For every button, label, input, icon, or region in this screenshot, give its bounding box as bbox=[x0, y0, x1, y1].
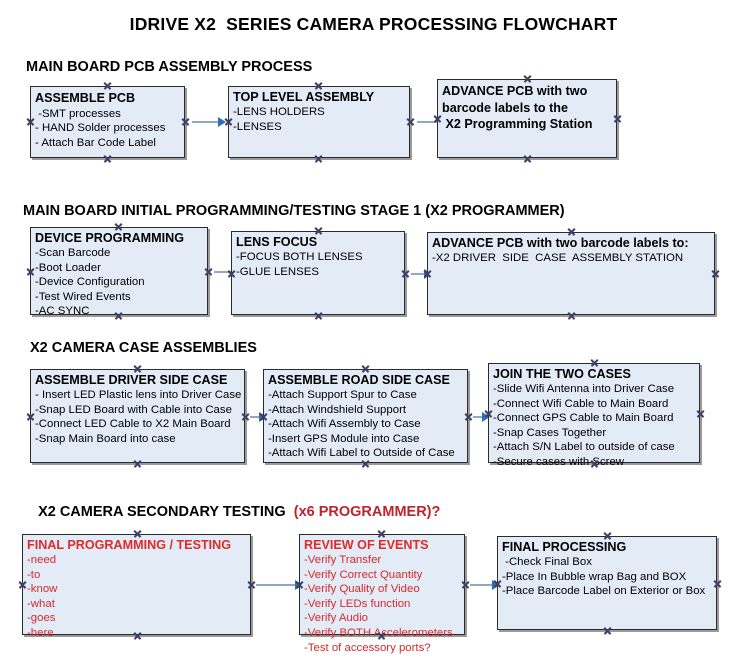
node-line: -Boot Loader bbox=[35, 261, 101, 274]
node-line: - Attach Bar Code Label bbox=[35, 136, 156, 149]
node-line: -know bbox=[27, 583, 58, 596]
node-line: -FOCUS BOTH LENSES bbox=[236, 251, 363, 263]
node-line: -Insert GPS Module into Case bbox=[268, 432, 420, 445]
node-line: -Snap Main Board into case bbox=[35, 432, 176, 445]
node-title: TOP LEVEL ASSEMBLY bbox=[233, 90, 375, 104]
node-assemble-driver-side-case[interactable]: ASSEMBLE DRIVER SIDE CASE - Insert LED P… bbox=[30, 369, 245, 463]
node-line: -Secure cases with Screw bbox=[493, 455, 625, 468]
node-line: -Verify Transfer bbox=[304, 554, 382, 566]
connector-line bbox=[214, 271, 234, 273]
node-line: -Attach Support Spur to Case bbox=[268, 389, 417, 401]
node-line: - Insert LED Plastic lens into Driver Ca… bbox=[35, 389, 242, 401]
node-line: -LENSES bbox=[233, 120, 282, 133]
node-join-the-two-cases[interactable]: JOIN THE TWO CASES -Slide Wifi Antenna i… bbox=[488, 363, 700, 468]
node-line: -here bbox=[27, 626, 54, 639]
node-line: -LENS HOLDERS bbox=[233, 106, 325, 118]
section-header-4: X2 CAMERA SECONDARY TESTING (x6 PROGRAMM… bbox=[30, 488, 440, 520]
node-line: -Place In Bubble wrap Bag and BOX bbox=[502, 570, 687, 583]
node-device-programming[interactable]: DEVICE PROGRAMMING -Scan Barcode -Boot L… bbox=[30, 227, 208, 317]
connector-line bbox=[473, 416, 485, 418]
node-top-level-assembly[interactable]: TOP LEVEL ASSEMBLY -LENS HOLDERS -LENSES bbox=[228, 86, 410, 158]
connector-line bbox=[417, 121, 445, 123]
node-line: -Connect GPS Cable to Main Board bbox=[493, 412, 674, 425]
page-title: IDRIVE X2 SERIES CAMERA PROCESSING FLOWC… bbox=[129, 14, 618, 34]
connector-line bbox=[411, 273, 427, 275]
node-lens-focus[interactable]: LENS FOCUS -FOCUS BOTH LENSES -GLUE LENS… bbox=[231, 231, 405, 315]
node-line: -Verify LEDs function bbox=[304, 597, 411, 610]
node-line: -Attach Wifi Assembly to Case bbox=[268, 418, 421, 431]
node-line: -what bbox=[27, 597, 55, 610]
section-header-1: MAIN BOARD PCB ASSEMBLY PROCESS bbox=[26, 59, 313, 75]
arrowhead-icon bbox=[492, 580, 500, 590]
section-header-2: MAIN BOARD INITIAL PROGRAMMING/TESTING S… bbox=[23, 203, 565, 219]
node-title: ADVANCE PCB with two barcode labels to: bbox=[432, 236, 689, 250]
node-line: -need bbox=[27, 554, 57, 566]
section-header-4-text: X2 CAMERA SECONDARY TESTING bbox=[38, 504, 294, 520]
node-line: -AC SYNC bbox=[35, 305, 90, 318]
node-line: -Device Configuration bbox=[35, 276, 145, 289]
node-assemble-pcb[interactable]: ASSEMBLE PCB -SMT processes - HAND Solde… bbox=[30, 86, 185, 158]
node-advance-pcb-driver-side[interactable]: ADVANCE PCB with two barcode labels to: … bbox=[427, 232, 715, 315]
node-line: -Check Final Box bbox=[502, 556, 592, 568]
node-line: -Attach Wifi Label to Outside of Case bbox=[268, 447, 455, 460]
node-line: -Connect Wifi Cable to Main Board bbox=[493, 397, 669, 410]
node-line: -Test Wired Events bbox=[35, 290, 131, 303]
node-line: -Verify BOTH Accelerometers bbox=[304, 626, 453, 639]
node-line: -Verify Correct Quantity bbox=[304, 568, 423, 581]
node-line: -Slide Wifi Antenna into Driver Case bbox=[493, 383, 675, 395]
node-line: -Place Barcode Label on Exterior or Box bbox=[502, 585, 706, 598]
node-final-processing[interactable]: FINAL PROCESSING -Check Final Box -Place… bbox=[497, 536, 717, 630]
node-line: - HAND Solder processes bbox=[35, 122, 166, 135]
node-line: -GLUE LENSES bbox=[236, 265, 319, 278]
section-header-3: X2 CAMERA CASE ASSEMBLIES bbox=[30, 340, 257, 356]
node-line: -X2 DRIVER SIDE CASE ASSEMBLY STATION bbox=[432, 252, 684, 264]
node-title: FINAL PROCESSING bbox=[502, 540, 627, 554]
connector-line bbox=[250, 416, 262, 418]
arrowhead-icon bbox=[218, 117, 226, 127]
node-line: -Snap LED Board with Cable into Case bbox=[35, 403, 232, 416]
node-line-overflow: -Test of accessory ports? bbox=[304, 641, 431, 654]
node-line: -Verify Audio bbox=[304, 612, 368, 625]
node-line: -Connect LED Cable to X2 Main Board bbox=[35, 418, 231, 431]
section-header-4-accent: (x6 PROGRAMMER)? bbox=[293, 504, 441, 520]
node-title: REVIEW OF EVENTS bbox=[304, 538, 429, 552]
node-advance-pcb-station[interactable]: ADVANCE PCB with two barcode labels to t… bbox=[437, 79, 617, 158]
node-title: JOIN THE TWO CASES bbox=[493, 367, 631, 381]
node-title: DEVICE PROGRAMMING bbox=[35, 231, 185, 245]
connector-line bbox=[470, 584, 495, 586]
node-line: -goes bbox=[27, 612, 56, 625]
connector-line bbox=[256, 584, 298, 586]
node-line: -Attach Windshield Support bbox=[268, 403, 407, 416]
node-review-of-events[interactable]: REVIEW OF EVENTS -Verify Transfer -Verif… bbox=[299, 534, 465, 654]
node-line: -Verify Quality of Video bbox=[304, 583, 420, 596]
node-line: -Scan Barcode bbox=[35, 247, 111, 259]
node-line: -to bbox=[27, 568, 41, 581]
node-title: FINAL PROGRAMMING / TESTING bbox=[27, 538, 232, 552]
node-assemble-road-side-case[interactable]: ASSEMBLE ROAD SIDE CASE -Attach Support … bbox=[263, 369, 468, 463]
node-line: -Attach S/N Label to outside of case bbox=[493, 441, 675, 454]
node-final-programming-testing[interactable]: FINAL PROGRAMMING / TESTING -need -to -k… bbox=[22, 534, 251, 639]
arrowhead-icon bbox=[482, 412, 490, 422]
node-title: ASSEMBLE DRIVER SIDE CASE bbox=[35, 373, 228, 387]
node-line: -SMT processes bbox=[35, 107, 121, 120]
connector-line bbox=[192, 121, 220, 123]
node-title: ADVANCE PCB with two barcode labels to t… bbox=[442, 84, 593, 131]
node-title: ASSEMBLE ROAD SIDE CASE bbox=[268, 373, 450, 387]
node-title: ASSEMBLE PCB bbox=[35, 91, 136, 105]
node-title: LENS FOCUS bbox=[236, 235, 318, 249]
node-line: -Snap Cases Together bbox=[493, 426, 607, 439]
